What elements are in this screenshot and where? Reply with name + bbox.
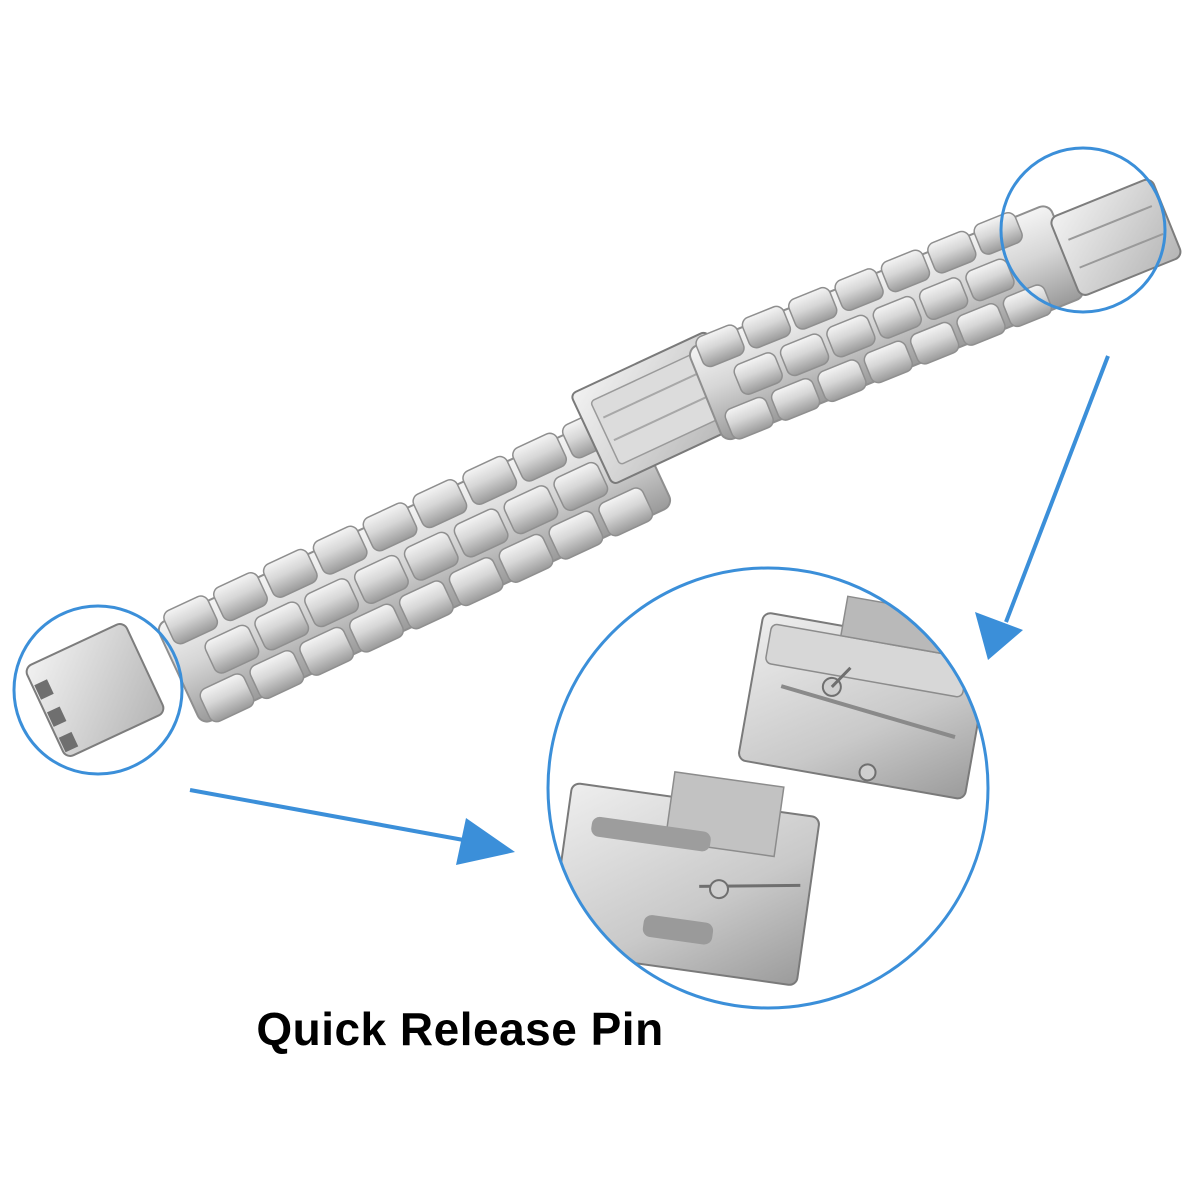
highlight-circle-left [12, 604, 184, 776]
zoom-detail [546, 566, 990, 1010]
zoom-end-piece-upper [738, 595, 988, 800]
highlight-circle-right [999, 146, 1167, 314]
band-upper-strap [688, 205, 1085, 441]
arrow-pointer-left [189, 788, 515, 865]
arrow-pointer-right [975, 355, 1110, 660]
zoom-end-piece-lower [548, 770, 820, 986]
zoom-circle-outline [546, 566, 990, 1010]
watch-band [25, 178, 1182, 757]
caption-quick-release-pin: Quick Release Pin [256, 1003, 664, 1055]
band-end-piece-left [25, 623, 165, 757]
band-lower-strap [157, 407, 672, 723]
band-end-piece-right [1050, 178, 1182, 296]
